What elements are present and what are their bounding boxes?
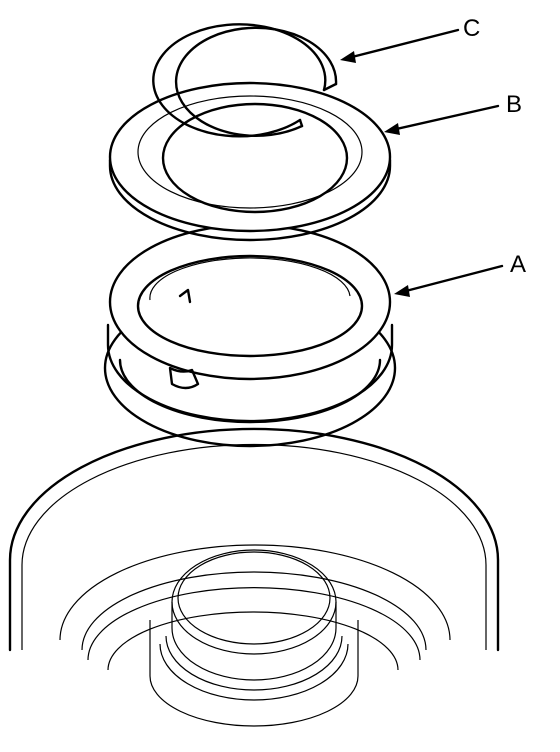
hub-flange-1 <box>165 635 343 691</box>
hub-side <box>171 602 337 681</box>
label-a: A <box>510 251 526 278</box>
snap-ring-c <box>152 23 338 138</box>
snap-ring-gap-end-left <box>298 118 304 128</box>
housing-outer-rim <box>8 427 500 652</box>
leader-c <box>346 28 460 60</box>
seat-center-hole <box>161 102 349 214</box>
arrowhead-b <box>384 123 400 135</box>
label-b: B <box>506 91 522 118</box>
spring-top-coil-shade <box>149 257 351 301</box>
snap-ring-gap-end-right <box>322 82 338 92</box>
spring-middle-coil <box>106 323 394 423</box>
leader-b <box>390 104 500 132</box>
spring-top-coil-inner <box>136 254 364 358</box>
seat-rim-side <box>108 158 392 242</box>
housing-step-1 <box>59 544 451 641</box>
coil-spring-a <box>103 223 397 448</box>
label-c: C <box>463 15 480 42</box>
housing <box>8 427 500 727</box>
arrowhead-c <box>340 51 356 63</box>
snap-ring-outer-edge <box>152 23 327 138</box>
hub-flange-2 <box>159 643 349 701</box>
hub-top-inner <box>177 551 331 645</box>
seat-step <box>137 95 363 209</box>
housing-step-2 <box>81 571 427 651</box>
spring-seat-b <box>108 81 392 242</box>
callouts: C B A <box>340 15 526 297</box>
hub-base-walls <box>149 620 359 676</box>
spring-wire-end-back <box>178 288 192 304</box>
snap-ring-inner-edge <box>174 26 338 137</box>
hub-base-arc <box>149 675 359 727</box>
arrowhead-a <box>394 285 410 297</box>
housing-step-3 <box>87 587 421 661</box>
housing-step-4 <box>107 611 399 671</box>
housing-inner-rim <box>21 443 487 650</box>
spring-wire-end-front <box>168 366 200 390</box>
hub-top-face <box>171 549 337 655</box>
leader-a <box>400 264 504 294</box>
